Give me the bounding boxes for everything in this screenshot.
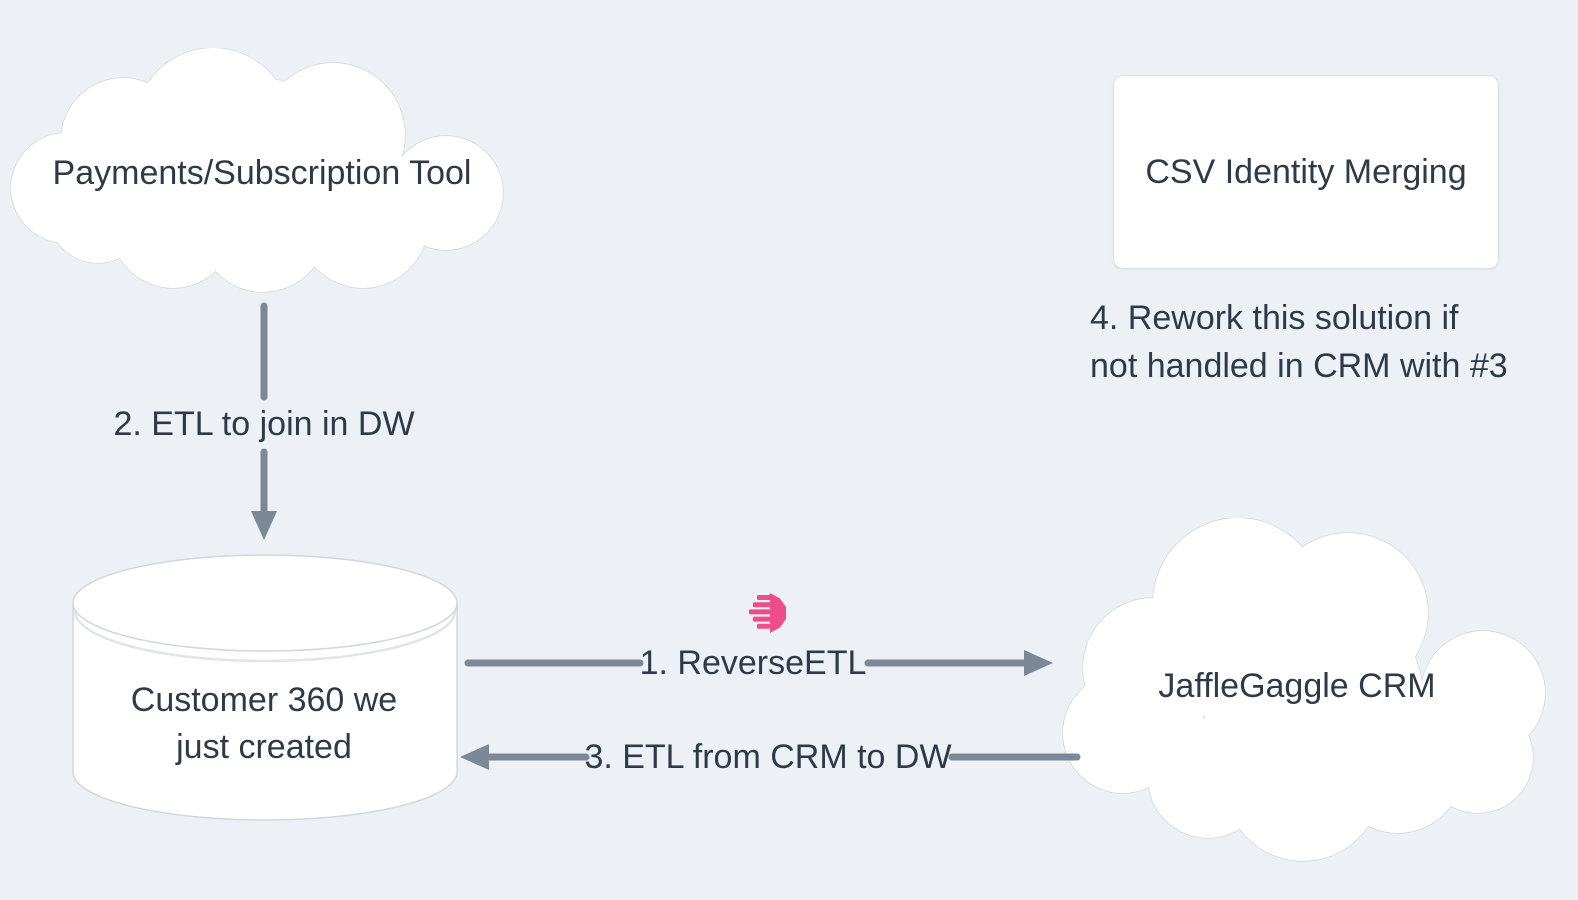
etl-from-crm-arrow	[460, 744, 1081, 770]
etl-to-dw-arrow	[251, 302, 277, 540]
csv-identity-merging-box: CSV Identity Merging	[1113, 75, 1499, 269]
reverse-etl-label: 1. ReverseETL	[639, 644, 867, 682]
cylinder-lid	[72, 554, 458, 652]
customer-db-label: Customer 360 we just created	[131, 677, 397, 771]
arrow-head-left	[460, 744, 489, 770]
cylinder-rim	[73, 610, 457, 663]
customer-db-cylinder	[72, 554, 458, 821]
etl-to-dw-label: 2. ETL to join in DW	[113, 405, 415, 443]
customer-db-label-line1: Customer 360 we	[130, 681, 398, 719]
rework-note: 4. Rework this solution if not handled i…	[1090, 294, 1508, 390]
csv-box-label: CSV Identity Merging	[1145, 153, 1467, 191]
arrow-head-down	[251, 511, 277, 540]
payments-cloud-shape	[10, 48, 504, 293]
hightouch-logo-icon	[749, 593, 786, 633]
crm-cloud-label: JaffleGaggle CRM	[1158, 667, 1436, 705]
customer-db-label-line2: just created	[176, 728, 352, 766]
rework-note-line2: not handled in CRM with #3	[1090, 347, 1508, 385]
crm-cloud-shape	[1062, 518, 1546, 862]
etl-from-crm-label: 3. ETL from CRM to DW	[584, 738, 952, 776]
payments-cloud-label: Payments/Subscription Tool	[52, 154, 472, 192]
arrow-head-right	[1024, 650, 1053, 676]
reverse-etl-arrow	[464, 650, 1053, 676]
rework-note-line1: 4. Rework this solution if	[1090, 299, 1459, 337]
